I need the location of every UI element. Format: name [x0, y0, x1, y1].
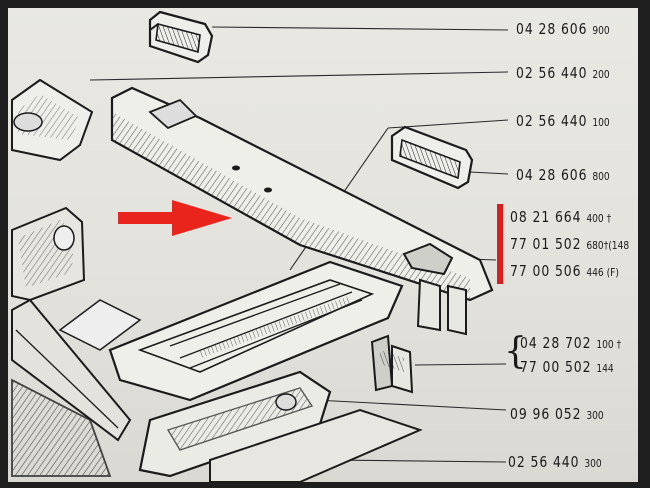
long-rail-part — [110, 86, 494, 336]
part-number-label: 02 56 440 200 — [516, 64, 610, 82]
photo-frame-top — [0, 0, 650, 8]
floor-panel-part — [108, 260, 404, 402]
red-highlight-bar — [497, 204, 503, 284]
bracket-right-part — [390, 125, 474, 190]
photo-frame-bottom — [0, 482, 650, 488]
part-number-label: 09 96 052 300 — [510, 405, 604, 423]
red-arrow-icon — [118, 200, 232, 236]
clip-part — [370, 334, 414, 394]
photo-frame-right — [638, 0, 650, 488]
part-number-label: 04 28 702 100 † — [520, 334, 622, 352]
part-number-label: 77 00 502 144 — [520, 358, 614, 376]
part-number-label: 02 56 440 100 — [516, 112, 610, 130]
part-number-label: 08 21 664 400 † — [510, 208, 612, 226]
brace-glyph: { — [504, 331, 527, 372]
part-number-label: 02 56 440 300 — [508, 453, 602, 471]
part-number-label: 77 01 502 680†(148 — [510, 235, 630, 253]
part-number-label: 04 28 606 800 — [516, 166, 610, 184]
part-number-label: 77 00 506 446 (F) — [510, 262, 619, 280]
bottom-sill-part — [138, 370, 423, 483]
photo-frame-left — [0, 0, 8, 488]
lower-left-structure — [11, 298, 142, 477]
top-left-panel-fragment — [11, 78, 94, 162]
part-number-label: 04 28 606 900 — [516, 20, 610, 38]
bracket-top-part — [148, 10, 214, 64]
left-side-panel-fragment — [11, 206, 86, 302]
